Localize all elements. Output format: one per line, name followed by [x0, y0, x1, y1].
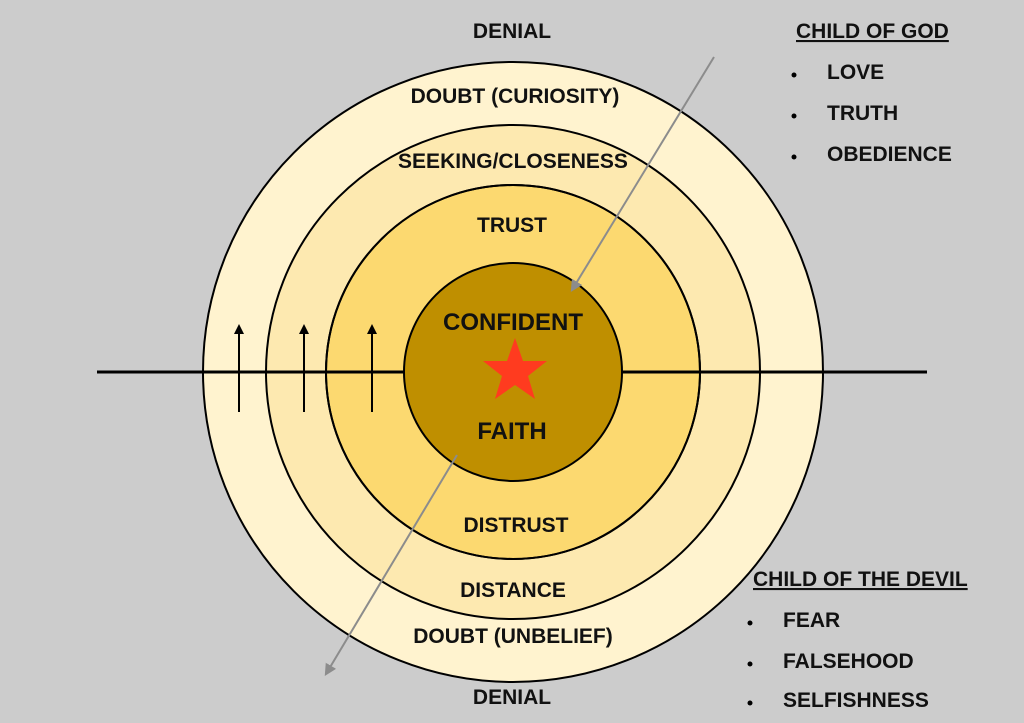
bullet-icon [791, 154, 797, 160]
child-of-god-item: TRUTH [827, 102, 898, 125]
label-distrust: DISTRUST [464, 514, 569, 537]
label-doubt-unbelief: DOUBT (UNBELIEF) [413, 625, 612, 648]
bullet-icon [791, 113, 797, 119]
child-of-god-panel: CHILD OF GOD LOVE TRUTH OBEDIENCE [791, 20, 952, 166]
inward-arrow [570, 56, 715, 293]
bullet-icon [747, 620, 753, 626]
label-denial-top: DENIAL [473, 20, 551, 43]
star-icon [483, 338, 547, 399]
child-of-god-item: OBEDIENCE [827, 143, 952, 166]
bullet-icon [791, 72, 797, 78]
label-confident: CONFIDENT [443, 309, 583, 336]
child-of-devil-item: SELFISHNESS [783, 689, 929, 712]
child-of-devil-item: FALSEHOOD [783, 650, 914, 673]
child-of-devil-item: FEAR [783, 609, 840, 632]
outward-arrow [324, 454, 458, 677]
label-doubt-curiosity: DOUBT (CURIOSITY) [411, 85, 620, 108]
label-seeking-closeness: SEEKING/CLOSENESS [398, 150, 628, 173]
label-distance: DISTANCE [460, 579, 566, 602]
label-faith: FAITH [477, 418, 546, 445]
child-of-devil-panel: CHILD OF THE DEVIL FEAR FALSEHOOD SELFIS… [747, 568, 968, 712]
label-denial-bottom: DENIAL [473, 686, 551, 709]
bullet-icon [747, 661, 753, 667]
child-of-god-title: CHILD OF GOD [796, 20, 949, 43]
label-trust: TRUST [477, 214, 547, 237]
child-of-devil-title: CHILD OF THE DEVIL [753, 568, 968, 591]
child-of-god-item: LOVE [827, 61, 884, 84]
bullet-icon [747, 700, 753, 706]
